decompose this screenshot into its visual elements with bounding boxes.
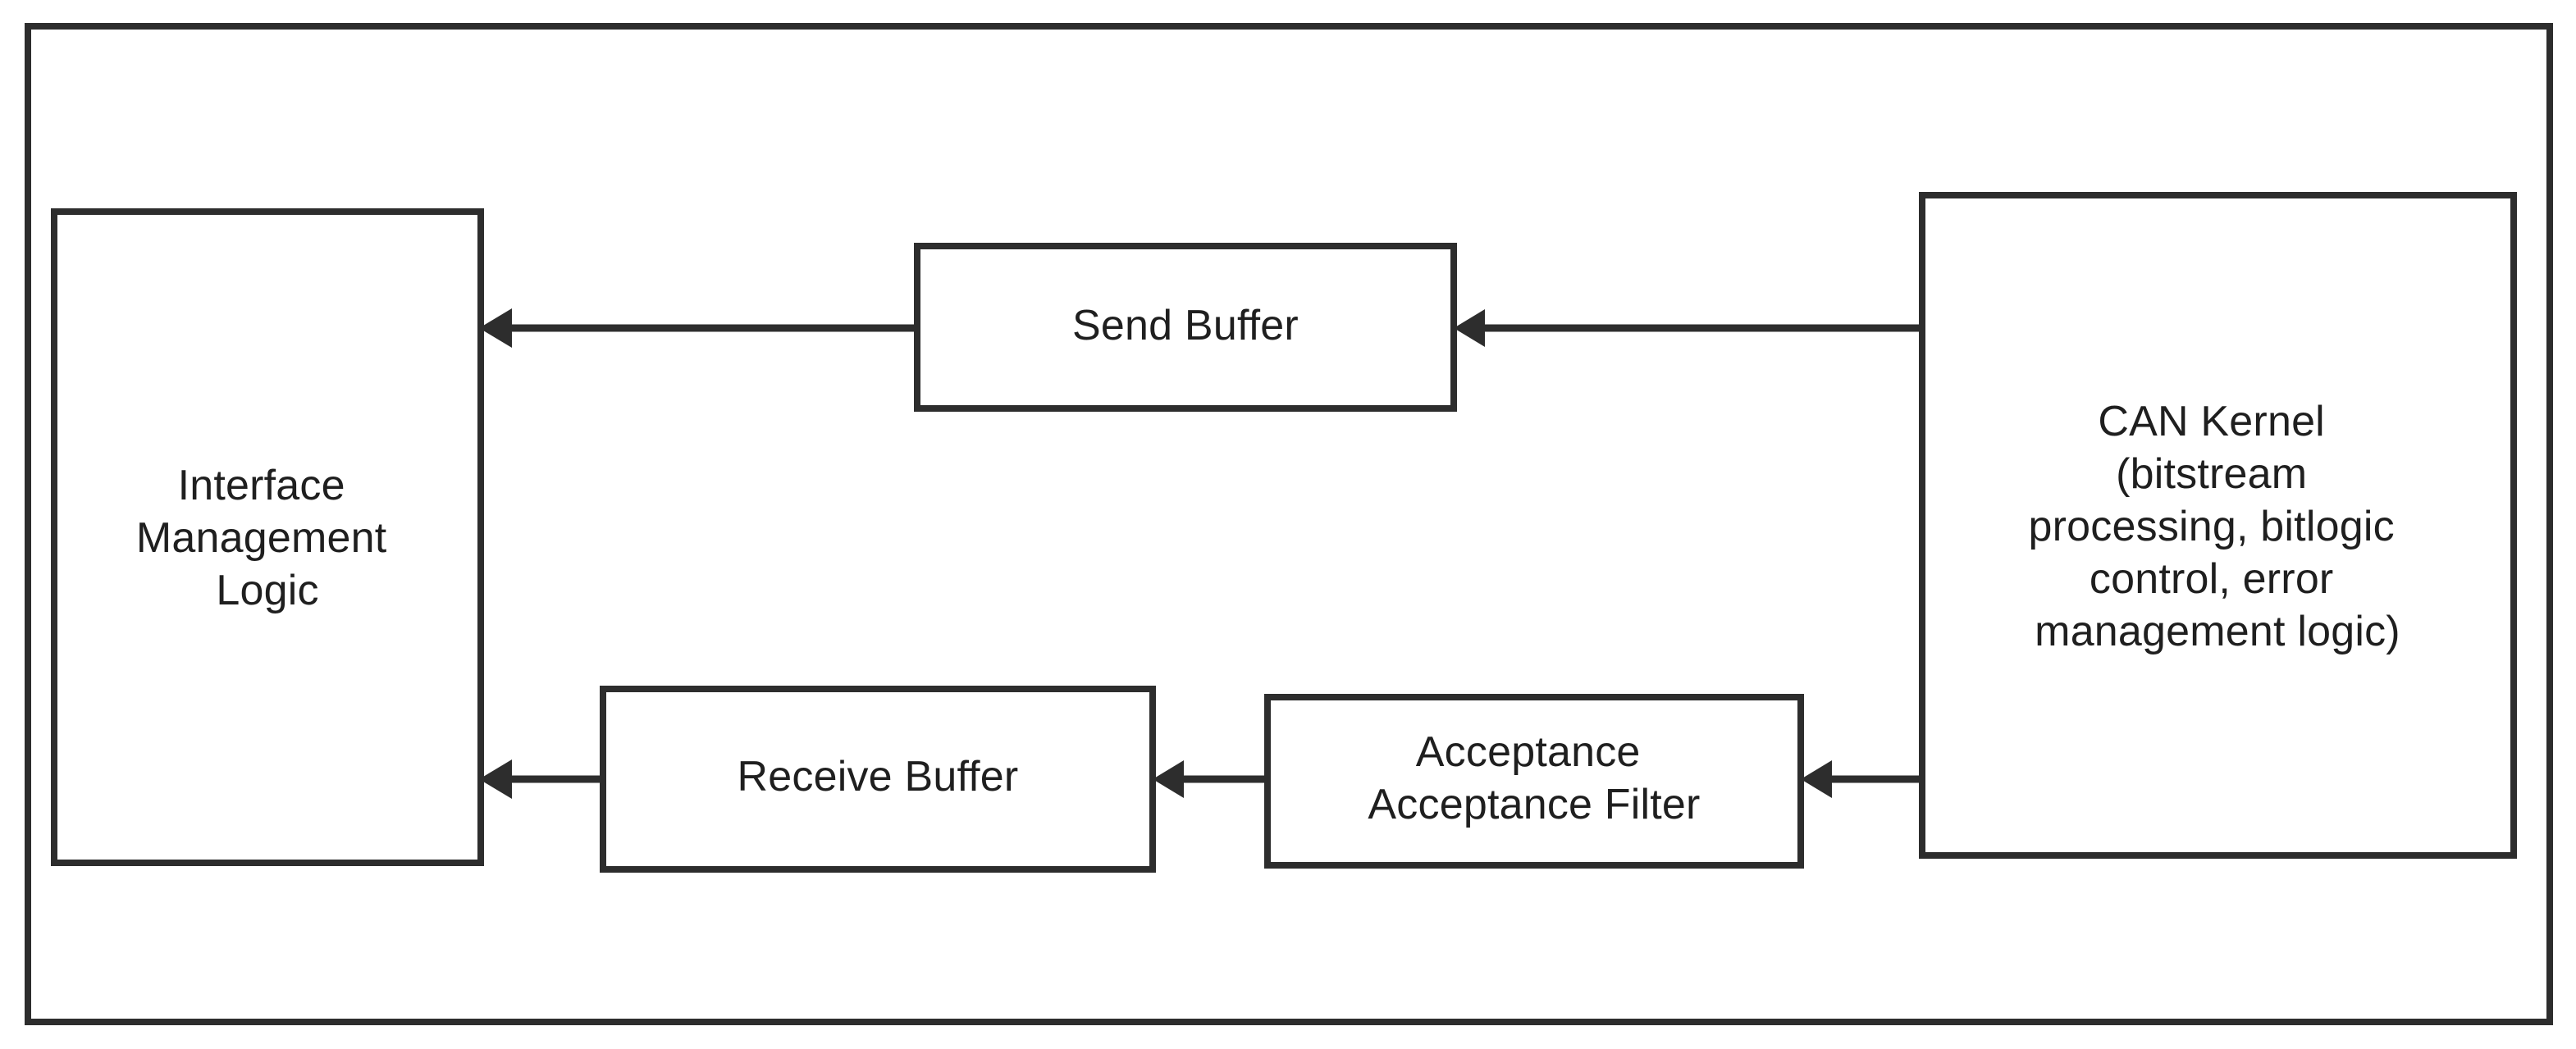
- arrowhead-left-icon: [479, 308, 512, 348]
- outer-frame: [25, 23, 2553, 1025]
- label-line: Acceptance: [1416, 728, 1641, 776]
- label-line: control, error: [2090, 555, 2334, 603]
- label-line: processing, bitlogic: [2029, 503, 2395, 550]
- block-receive-buffer[interactable]: Receive Buffer: [600, 686, 1156, 873]
- block-outline: [51, 208, 484, 866]
- block-acceptance-filter[interactable]: Acceptance Acceptance Filter: [1264, 694, 1804, 869]
- label-line: CAN Kernel: [2098, 398, 2325, 445]
- block-label-can-kernel: CAN Kernel (bitstream processing, bitlog…: [2029, 398, 2407, 655]
- block-interface-management-logic[interactable]: Interface Management Logic: [51, 208, 484, 866]
- block-outline: [600, 686, 1156, 873]
- block-outline: [1264, 694, 1804, 869]
- block-label-interface-management-logic: Interface Management Logic: [136, 462, 399, 614]
- block-outline: [914, 243, 1457, 412]
- block-label-acceptance-filter: Acceptance Acceptance Filter: [1368, 728, 1700, 828]
- arrowhead-left-icon: [1153, 760, 1184, 798]
- label-line: Logic: [216, 567, 318, 614]
- label-line: Receive Buffer: [738, 753, 1019, 800]
- label-line: Send Buffer: [1072, 302, 1299, 349]
- label-line: Acceptance Filter: [1368, 781, 1700, 828]
- connector-receive-buffer-to-interface: [479, 759, 603, 799]
- block-label-receive-buffer: Receive Buffer: [738, 753, 1019, 800]
- arrowhead-left-icon: [479, 759, 512, 799]
- label-line: management logic): [2035, 608, 2400, 655]
- connector-send-buffer-to-interface: [479, 308, 917, 348]
- label-line: (bitstream: [2116, 450, 2307, 498]
- block-send-buffer[interactable]: Send Buffer: [914, 243, 1457, 412]
- label-line: Management: [136, 514, 387, 562]
- connector-can-kernel-to-send-buffer: [1454, 309, 1922, 347]
- block-can-kernel[interactable]: CAN Kernel (bitstream processing, bitlog…: [1919, 192, 2517, 859]
- arrowhead-left-icon: [1801, 760, 1832, 798]
- connector-acceptance-filter-to-receive-buffer: [1153, 760, 1267, 798]
- block-label-send-buffer: Send Buffer: [1072, 302, 1299, 349]
- connector-can-kernel-to-acceptance-filter: [1801, 760, 1922, 798]
- arrowhead-left-icon: [1454, 309, 1485, 347]
- label-line: Interface: [178, 462, 345, 509]
- block-outline: [1919, 192, 2517, 859]
